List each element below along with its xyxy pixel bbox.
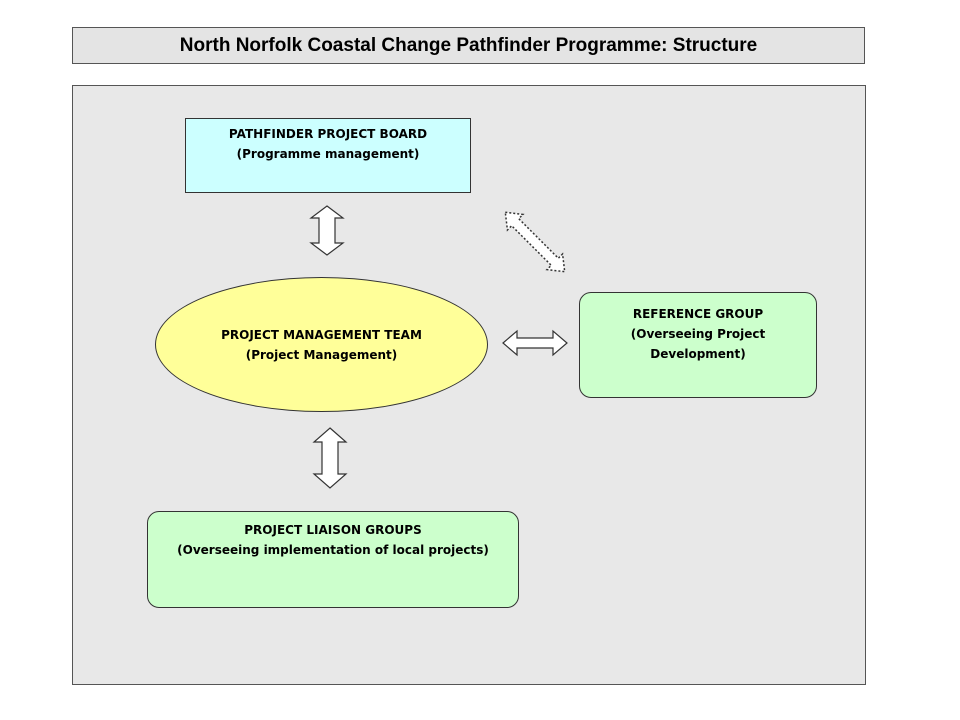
pmt-subtitle: (Project Management) (245, 347, 398, 362)
board-reference-dotted-arrow (504, 211, 566, 273)
project-management-team-ellipse: PROJECT MANAGEMENT TEAM (Project Managem… (155, 277, 488, 412)
pathfinder-project-board-box: PATHFINDER PROJECT BOARD (Programme mana… (185, 118, 471, 193)
pmt-reference-double-arrow (502, 329, 568, 357)
board-title: PATHFINDER PROJECT BOARD (228, 127, 428, 141)
board-pmt-double-arrow (309, 205, 345, 256)
reference-group-box: REFERENCE GROUP (Overseeing Project Deve… (579, 292, 817, 398)
pmt-liaison-double-arrow (312, 427, 348, 489)
liaison-title: PROJECT LIAISON GROUPS (244, 523, 422, 537)
reference-title: REFERENCE GROUP (632, 307, 764, 321)
liaison-subtitle: (Overseeing implementation of local proj… (177, 543, 489, 557)
project-liaison-groups-box: PROJECT LIAISON GROUPS (Overseeing imple… (147, 511, 519, 608)
board-subtitle: (Programme management) (236, 147, 420, 161)
pmt-title: PROJECT MANAGEMENT TEAM (221, 327, 422, 342)
reference-subtitle: (Overseeing Project Development) (630, 327, 766, 361)
page-title: North Norfolk Coastal Change Pathfinder … (72, 27, 865, 64)
